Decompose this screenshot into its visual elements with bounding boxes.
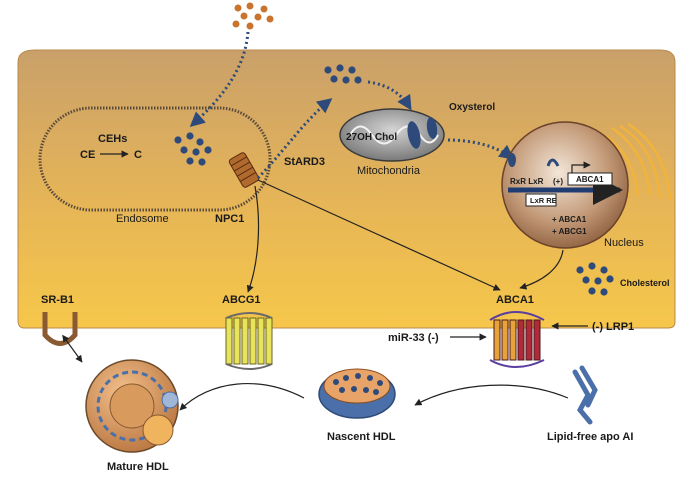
nascent-hdl-label: Nascent HDL xyxy=(327,431,396,443)
mir33-label: miR-33 (-) xyxy=(388,332,439,344)
nucleus-label: Nucleus xyxy=(604,237,644,249)
oxysterol-label: Oxysterol xyxy=(449,102,495,113)
golgi-apparatus xyxy=(599,122,672,201)
lxr-gene-schematic xyxy=(508,153,623,207)
npc1-protein xyxy=(228,152,260,188)
plus-abca1-label: + ABCA1 xyxy=(552,215,587,224)
npc1-to-abcg1-arrow xyxy=(246,185,260,293)
nascent-hdl xyxy=(318,368,396,419)
npc1-to-abca1-arrow xyxy=(257,179,501,291)
lrp1-label: (-) LRP1 xyxy=(592,321,634,333)
ce-label: CE xyxy=(80,149,95,161)
mitochondria-label: Mitochondria xyxy=(357,165,421,177)
uptake-dotted-arrow xyxy=(189,31,250,127)
srb1-hdl-double-arrow xyxy=(62,334,83,363)
mature-hdl-label: Mature HDL xyxy=(107,461,169,473)
27oh-chol-label: 27OH Chol xyxy=(346,132,397,143)
lipid-free-apoai-label: Lipid-free apo AI xyxy=(547,431,633,443)
nascent-to-mature-hdl-arrow xyxy=(179,383,305,411)
extracellular-sterol-dots xyxy=(232,2,274,30)
npc1-label: NPC1 xyxy=(215,213,244,225)
cehs-label: CEHs xyxy=(98,133,127,145)
abca1-gene-label: ABCA1 xyxy=(576,175,604,184)
stard3-label: StARD3 xyxy=(284,156,325,168)
plus-label: (+) xyxy=(553,177,563,186)
rxr-lxr-label: RxR LxR xyxy=(510,177,544,186)
mito-cholesterol-dots xyxy=(324,64,362,84)
cytosolic-cholesterol-dots xyxy=(576,262,614,296)
srb1-label: SR-B1 xyxy=(41,294,74,306)
mitochondria xyxy=(339,108,445,162)
cell-body xyxy=(17,49,676,329)
endosome-label: Endosome xyxy=(116,213,169,225)
abca1-label: ABCA1 xyxy=(496,294,534,306)
stard3-dotted-arrow xyxy=(256,98,333,180)
lxr-re-label: LxR RE xyxy=(530,196,557,205)
c-label: C xyxy=(134,149,142,161)
lipid-free-apoai xyxy=(572,365,598,425)
cholesterol-label: Cholesterol xyxy=(620,278,670,288)
nucleus-to-abca1-arrow xyxy=(519,249,564,290)
plus-abcg1-label: + ABCG1 xyxy=(552,227,587,236)
mature-hdl xyxy=(85,359,179,453)
abcg1-label: ABCG1 xyxy=(222,294,261,306)
nucleus xyxy=(501,121,629,249)
abca1-transporter xyxy=(489,311,545,368)
endosome xyxy=(38,106,272,212)
apoai-to-nascent-hdl-arrow xyxy=(414,384,569,406)
abcg1-transporter xyxy=(225,312,273,370)
endosome-cholesterol-dots xyxy=(174,132,212,166)
mito-uptake-dotted-arrow xyxy=(367,80,412,111)
oxysterol-dotted-arrow xyxy=(447,138,515,160)
